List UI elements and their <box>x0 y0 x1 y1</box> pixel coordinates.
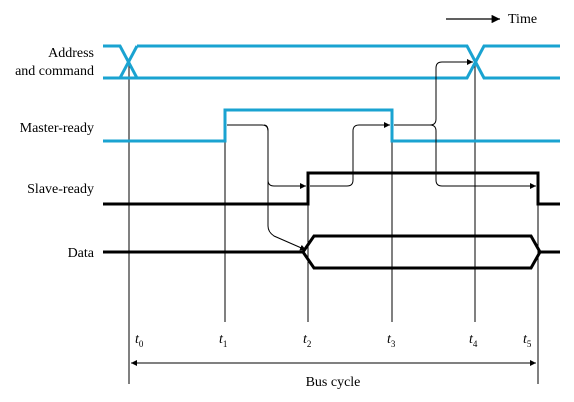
signal-labels: Address and command Master-ready Slave-r… <box>15 46 95 261</box>
t1-label: t1 <box>219 332 227 349</box>
master-ready-waveform <box>103 108 560 143</box>
time-legend: Time <box>446 12 537 27</box>
t5-label: t5 <box>523 332 532 349</box>
address-waveform-left-cross <box>118 45 139 79</box>
time-reference-lines <box>128 62 539 384</box>
master-to-slave-arrow <box>227 124 306 189</box>
master-to-data-arrow <box>263 124 307 251</box>
slave-ready-label: Slave-ready <box>27 182 94 197</box>
master-to-address-arrow <box>394 59 473 126</box>
master-to-slave-release-arrow <box>394 124 536 189</box>
t4-label: t4 <box>469 332 478 349</box>
data-waveform <box>103 234 560 270</box>
slave-ready-waveform <box>103 171 560 206</box>
slave-to-master-arrow <box>310 122 390 187</box>
time-legend-label: Time <box>508 12 537 27</box>
address-waveform-valid <box>137 44 560 80</box>
address-label: Address <box>48 46 94 61</box>
data-valid-envelope <box>301 234 542 270</box>
time-marker-labels: t0 t1 t2 t3 t4 t5 <box>135 332 532 349</box>
causality-arrows <box>227 59 536 251</box>
t3-label: t3 <box>387 332 396 349</box>
t0-label: t0 <box>135 332 144 349</box>
t2-label: t2 <box>303 332 311 349</box>
address-waveform-valid-low <box>137 44 560 80</box>
bus-cycle-label: Bus cycle <box>306 375 361 390</box>
bus-cycle-span: Bus cycle <box>131 360 536 390</box>
master-ready-label: Master-ready <box>20 121 94 136</box>
command-label: and command <box>15 64 94 79</box>
address-waveform-left <box>103 44 140 80</box>
address-command-waveform <box>103 44 560 80</box>
data-label: Data <box>68 246 95 261</box>
